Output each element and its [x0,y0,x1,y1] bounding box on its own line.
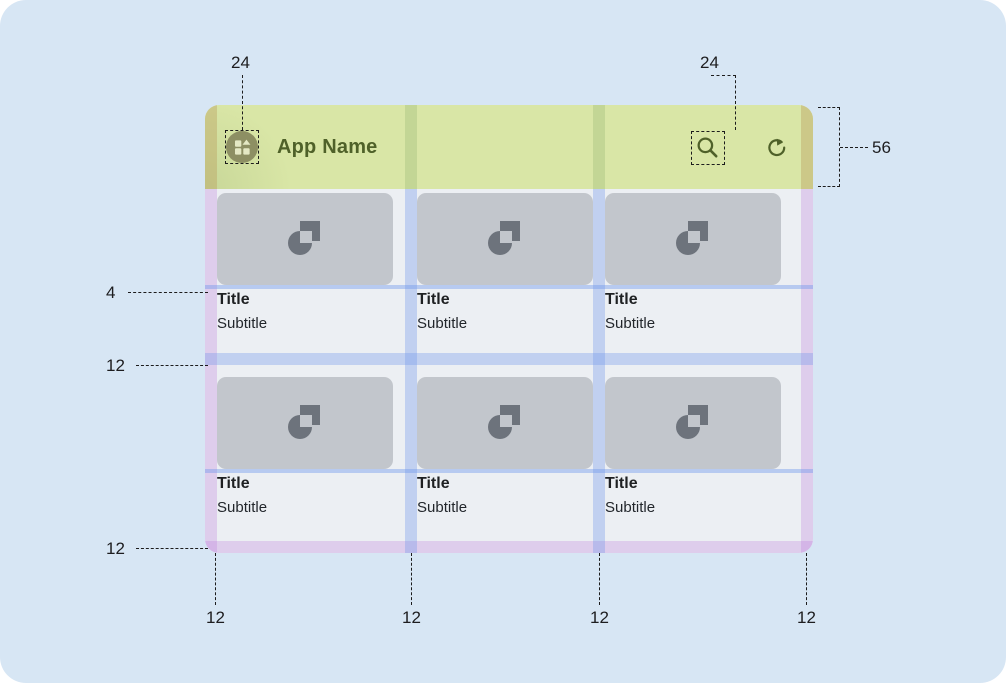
annotation-leader-column-gutter-2 [599,553,600,605]
annotation-leader-column-gutter-1 [411,553,412,605]
image-placeholder-icon [288,405,320,439]
annotation-leader-title-gap [128,292,208,293]
card-title: Title [217,475,250,492]
annotation-label-bottom-padding: 12 [106,539,125,558]
image-placeholder-icon [488,221,520,255]
search-icon [697,137,718,158]
list-item[interactable]: Title Subtitle [605,193,781,335]
annotation-leader-search-target-h [711,75,736,76]
annotation-label-search-target: 24 [700,53,719,72]
menu-button[interactable] [226,131,258,163]
annotation-label-column-gutter-2: 12 [590,608,609,627]
gutter-overlay-column-1 [405,189,417,553]
gutter-overlay-title-gap-row-1 [205,285,813,289]
card-text: Title Subtitle [417,469,593,519]
annotation-bracket-appbar-height [818,107,840,187]
annotation-label-column-gutter-1: 12 [402,608,421,627]
card-media [417,377,593,469]
menu-touch-target-outline [225,130,259,164]
content-grid: Title Subtitle Title Subtitle [205,189,813,553]
card-media [417,193,593,285]
card-subtitle: Subtitle [217,315,268,332]
card-subtitle: Subtitle [605,315,656,332]
app-bar-gutter-overlay-1 [405,105,417,189]
image-placeholder-icon [676,405,708,439]
app-bar-gutter-overlay-2 [593,105,605,189]
card-subtitle: Subtitle [417,499,468,516]
list-item[interactable]: Title Subtitle [417,193,593,335]
search-touch-target-outline [691,131,725,165]
card-title: Title [417,291,450,308]
image-placeholder-icon [488,405,520,439]
padding-overlay-left [205,189,217,553]
list-item[interactable]: Title Subtitle [217,193,393,335]
gutter-overlay-row-gap [205,353,813,365]
card-title: Title [417,475,450,492]
card-media [217,193,393,285]
annotation-leader-search-target-v [735,75,736,130]
card-text: Title Subtitle [605,285,781,335]
refresh-button[interactable] [765,136,789,160]
card-subtitle: Subtitle [217,499,268,516]
annotation-label-column-left-padding: 12 [206,608,225,627]
app-bar-padding-overlay-right [801,105,813,189]
dashboard-grid-icon [234,139,250,155]
search-button[interactable] [694,134,720,160]
annotation-leader-appbar-height [840,147,868,148]
card-media [217,377,393,469]
annotation-leader-menu-target [242,75,243,130]
app-title: App Name [277,136,378,158]
list-item[interactable]: Title Subtitle [217,377,393,519]
list-item[interactable]: Title Subtitle [417,377,593,519]
device-layout-frame: App Name [205,105,813,553]
card-text: Title Subtitle [217,285,393,335]
card-title: Title [217,291,250,308]
card-text: Title Subtitle [605,469,781,519]
card-media [605,377,781,469]
card-media [605,193,781,285]
card-title: Title [605,475,638,492]
card-title: Title [605,291,638,308]
list-item[interactable]: Title Subtitle [605,377,781,519]
annotation-label-title-gap: 4 [106,283,116,302]
annotation-leader-row-gutter [136,365,208,366]
refresh-icon [768,138,786,157]
gutter-overlay-title-gap-row-2 [205,469,813,473]
card-text: Title Subtitle [217,469,393,519]
annotation-leader-column-left-padding [215,553,216,605]
card-subtitle: Subtitle [417,315,468,332]
padding-overlay-right [801,189,813,553]
app-bar-padding-overlay-left [205,105,217,189]
card-subtitle: Subtitle [605,499,656,516]
annotation-label-row-gutter: 12 [106,356,125,375]
card-text: Title Subtitle [417,285,593,335]
app-bar: App Name [205,105,813,189]
gutter-overlay-column-2 [593,189,605,553]
annotation-leader-bottom-padding [136,548,208,549]
image-placeholder-icon [676,221,708,255]
annotation-label-menu-target: 24 [231,53,250,72]
image-placeholder-icon [288,221,320,255]
annotation-leader-column-right-padding [806,553,807,605]
annotation-label-column-right-padding: 12 [797,608,816,627]
annotation-label-appbar-height: 56 [872,138,891,157]
padding-overlay-bottom [205,541,813,553]
